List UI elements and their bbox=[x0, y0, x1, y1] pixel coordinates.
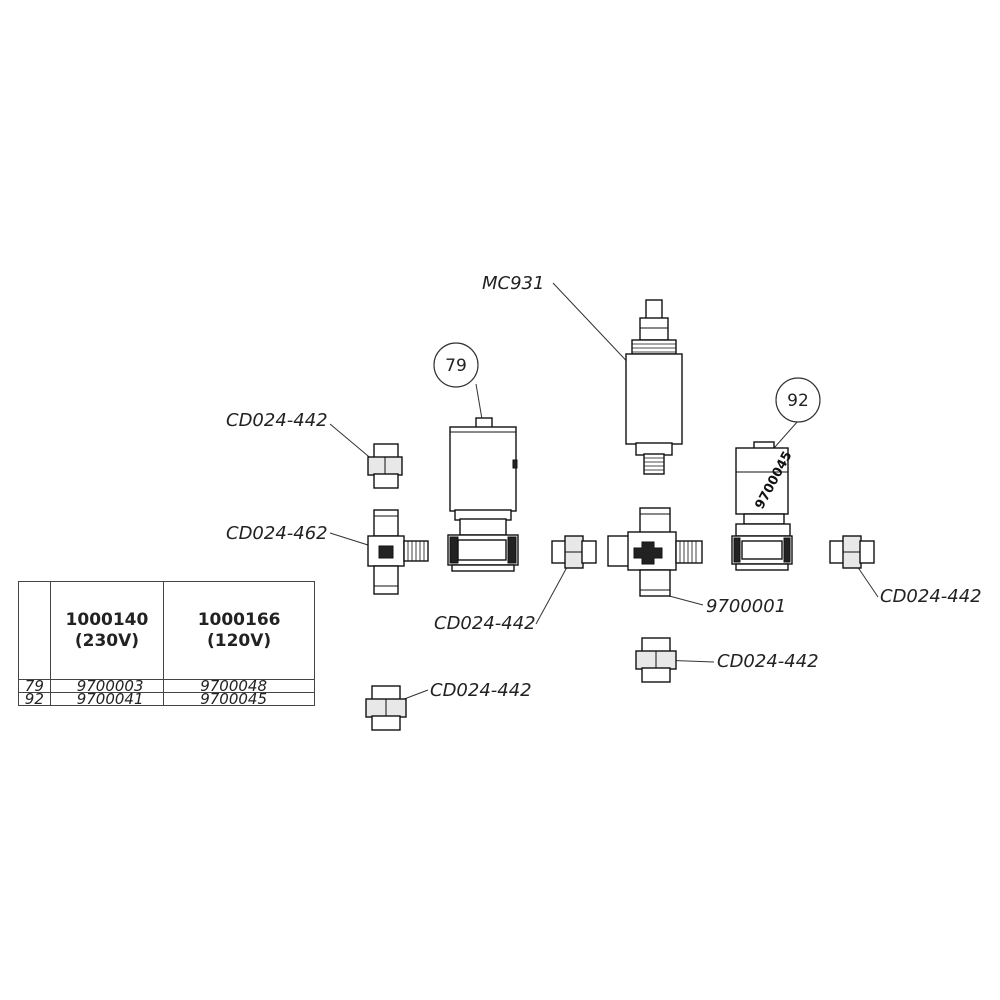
balloon-92-text: 92 bbox=[787, 391, 809, 411]
bom-header-120v: 1000166 (120V) bbox=[163, 581, 315, 680]
nipple-fitting-bottom bbox=[365, 685, 407, 731]
bom-row-230v: 9700041 bbox=[49, 692, 165, 707]
label-cd024-442-lower-center: CD024-442 bbox=[717, 651, 819, 672]
bom-row-item: 92 bbox=[18, 692, 51, 707]
leader-cd442-center bbox=[535, 557, 573, 625]
bom-row-120v: 9700045 bbox=[163, 692, 315, 707]
nipple-fitting-center bbox=[551, 535, 597, 569]
bom-header-230v-line2: (230V) bbox=[74, 630, 140, 651]
nipple-fitting-top-left bbox=[367, 443, 403, 489]
bom-header-item bbox=[18, 581, 51, 680]
solenoid-valve-92: 9700045 bbox=[731, 441, 796, 571]
label-9700001: 9700001 bbox=[706, 596, 786, 617]
label-cd024-442-bottom: CD024-442 bbox=[430, 680, 532, 701]
label-cd024-442-top-left: CD024-442 bbox=[226, 410, 328, 431]
label-cd024-442-right: CD024-442 bbox=[880, 586, 982, 607]
nipple-fitting-lower-center bbox=[635, 637, 677, 683]
bom-row: 79 9700003 9700048 bbox=[18, 679, 315, 694]
bom-header-120v-line1: 1000166 bbox=[197, 609, 281, 630]
bom-header-120v-line2: (120V) bbox=[207, 630, 272, 651]
bom-table: 1000140 (230V) 1000166 (120V) 79 9700003… bbox=[18, 581, 315, 707]
nipple-fitting-right bbox=[829, 535, 875, 569]
cross-fitting-9700001 bbox=[607, 507, 703, 597]
bom-header-230v: 1000140 (230V) bbox=[49, 581, 165, 680]
bom-header-row: 1000140 (230V) 1000166 (120V) bbox=[18, 581, 315, 680]
bom-header-230v-line1: 1000140 bbox=[65, 609, 149, 630]
balloon-92: 92 bbox=[775, 377, 821, 423]
bom-row-item: 79 bbox=[18, 679, 51, 694]
balloon-79: 79 bbox=[433, 342, 479, 388]
label-cd024-462: CD024-462 bbox=[226, 523, 328, 544]
leader-lines bbox=[329, 282, 879, 708]
bom-row: 92 9700041 9700045 bbox=[18, 692, 315, 707]
label-cd024-442-center: CD024-442 bbox=[434, 613, 536, 634]
pressure-switch-mc931 bbox=[625, 299, 683, 475]
solenoid-valve-79 bbox=[447, 417, 519, 572]
balloon-79-text: 79 bbox=[445, 356, 467, 376]
label-mc931: MC931 bbox=[482, 273, 544, 294]
tee-fitting-cd024-462 bbox=[367, 509, 429, 595]
